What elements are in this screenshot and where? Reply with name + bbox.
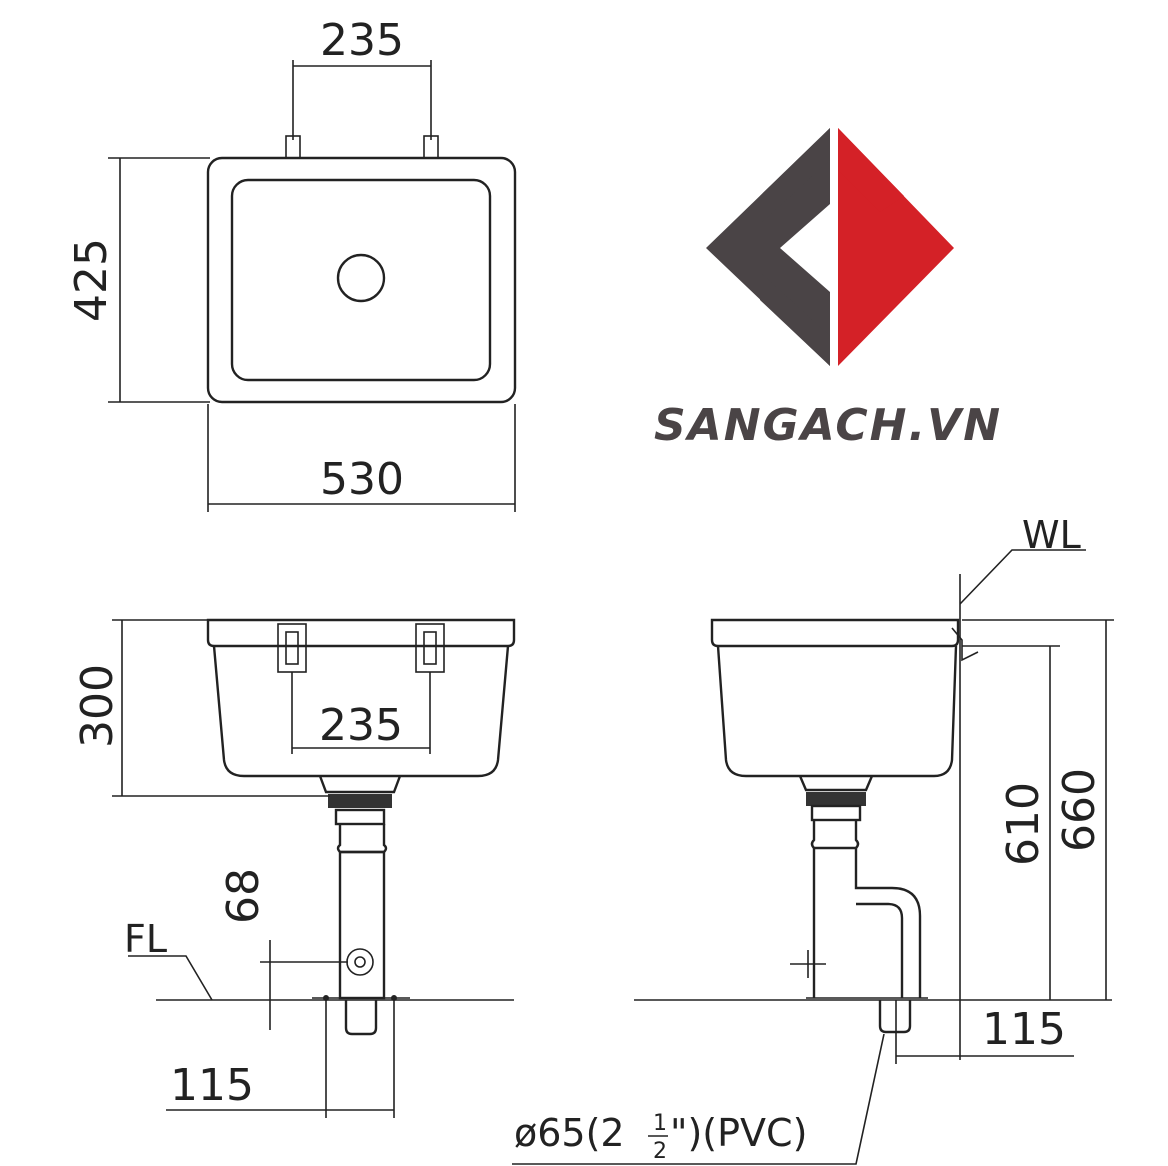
front-dim-height-label: 300 xyxy=(72,664,123,748)
front-view: FL 300 235 68 115 xyxy=(72,618,516,1118)
side-rim xyxy=(710,618,960,648)
side-view: WL 610 660 115 ø65(2 1 2 ")( xyxy=(512,513,1114,1165)
side-dim-inner-label: 610 xyxy=(998,782,1049,866)
front-rim xyxy=(206,618,516,648)
side-dim-outer-label: 660 xyxy=(1054,768,1105,852)
logo: SANGACH.VN xyxy=(654,128,1002,451)
plan-dim-bottom-label: 530 xyxy=(320,454,404,505)
side-dim-offset-label: 115 xyxy=(982,1004,1066,1055)
front-drain-dimension: 68 xyxy=(218,868,348,1030)
side-pipe-frac-num: 1 xyxy=(653,1111,667,1136)
side-bowl xyxy=(716,645,958,778)
side-outer-dimension: 660 xyxy=(962,619,1114,1000)
side-water-label-group: WL xyxy=(959,513,1086,1060)
front-dim-brackets-label: 235 xyxy=(319,700,403,751)
side-inner-dimension: 610 xyxy=(962,645,1060,1000)
plan-faucet-posts xyxy=(285,135,439,159)
side-pipe-frac-den: 2 xyxy=(653,1139,667,1164)
plan-dim-top-label: 235 xyxy=(320,15,404,66)
plan-drain-hole xyxy=(336,253,386,303)
plan-dim-left-label: 425 xyxy=(66,238,117,322)
side-drain-assembly xyxy=(790,775,928,1034)
plan-top-dimension: 235 xyxy=(292,15,432,140)
front-bottom-dimension: 115 xyxy=(166,1000,395,1118)
sg-monogram-icon xyxy=(706,128,954,366)
front-height-dimension: 300 xyxy=(72,619,330,797)
plan-view: 235 425 530 xyxy=(66,15,517,512)
plan-outer-rim xyxy=(206,156,517,404)
side-pipe-label-group: ø65(2 1 2 ")(PVC) xyxy=(512,1033,885,1165)
brand-text: SANGACH.VN xyxy=(654,400,1002,451)
front-floor-label-group: FL xyxy=(124,917,213,1001)
front-drain-assembly xyxy=(312,775,410,1036)
front-brackets xyxy=(277,623,445,673)
front-dim-drain-label: 68 xyxy=(218,868,269,924)
plan-inner-basin xyxy=(230,178,492,382)
plan-bottom-dimension: 530 xyxy=(207,404,516,512)
front-dim-bottom-label: 115 xyxy=(170,1060,254,1111)
front-floor-label: FL xyxy=(124,917,167,961)
side-offset-dimension: 115 xyxy=(895,1000,1074,1064)
side-pipe-suffix: ")(PVC) xyxy=(670,1111,807,1155)
front-bracket-dimension: 235 xyxy=(291,672,431,754)
plan-left-dimension: 425 xyxy=(66,157,210,403)
front-bowl xyxy=(212,645,510,778)
side-pipe-label: ø65(2 xyxy=(514,1111,625,1155)
